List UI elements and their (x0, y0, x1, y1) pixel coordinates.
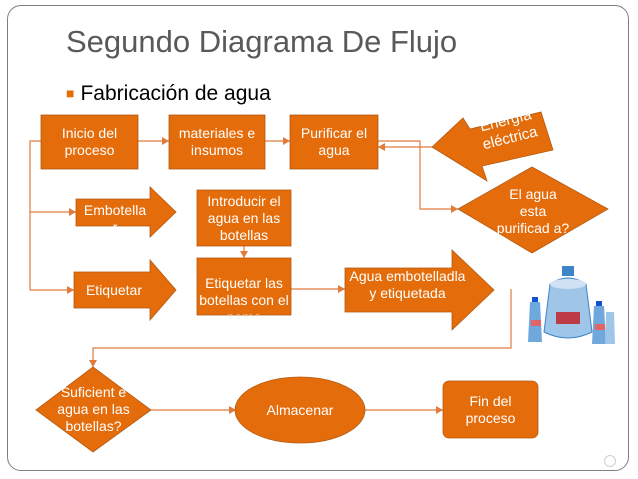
introducir-label: Introducir el agua en las botellas (207, 192, 281, 243)
energia-arrow (431, 111, 554, 182)
almacenar-label: Almacenar (266, 401, 334, 418)
materiales-box (168, 114, 266, 170)
purificar-box (289, 114, 379, 170)
bullet-icon: ■ (66, 85, 75, 101)
arrowhead (89, 360, 97, 367)
fin-label: Fin del proceso (465, 392, 516, 426)
arrowhead (338, 285, 345, 293)
agua-embotellada-arrow (344, 249, 495, 331)
decision-suficiente-label: Suficient e agua en las botellas? (36, 367, 151, 452)
almacenar-ellipse (234, 376, 366, 444)
water-bottles-image (520, 262, 620, 348)
arrowhead (451, 205, 458, 213)
agua-embotellada-label: Agua embotelladla y etiquetada (345, 250, 470, 312)
inicio-box (40, 114, 139, 170)
arrowhead (378, 143, 385, 151)
decision-purificada-diamond (457, 166, 609, 254)
arrowhead (283, 137, 290, 145)
arrowhead (229, 406, 236, 414)
etiquetar-arrow (73, 258, 177, 322)
arrowhead (162, 137, 169, 145)
arrowhead (67, 286, 74, 294)
decision-suficiente-text: Suficient e agua en las botellas? (57, 384, 130, 434)
etiquetar-botellas-text: Etiquetar las botellas con el nomo (199, 275, 289, 315)
decision-suficiente-diamond (35, 366, 152, 453)
slide-frame (7, 5, 629, 471)
bullet-item: ■ Fabricación de agua (66, 82, 271, 106)
etiquetar-botellas-box (196, 257, 292, 316)
introducir-box (196, 189, 292, 247)
connector-agua-suficiente (92, 289, 512, 367)
agua-embotellada-text: Agua embotelladla y etiquetada (349, 268, 466, 301)
slide-corner-dot (604, 455, 616, 467)
arrowhead (436, 406, 443, 414)
embotellar-arrow (75, 186, 177, 238)
arrowhead (69, 208, 76, 216)
slide-title: Segundo Diagrama De Flujo (66, 24, 458, 59)
connector-purificar-decision (378, 140, 458, 210)
decision-purificada-label: El agua esta purificad a? (496, 185, 570, 236)
materiales-label: materiales e insumos (178, 125, 256, 158)
inicio-label: Inicio del proceso (61, 125, 118, 158)
bullet-text: Fabricación de agua (80, 82, 271, 105)
embotellar-label: Embotella r (83, 202, 147, 235)
purificar-label: Purificar el agua (300, 125, 368, 158)
fin-box (442, 380, 539, 439)
connector-inicio-trunk (29, 140, 41, 290)
etiquetar-label: Etiquetar (85, 281, 143, 298)
arrowhead (240, 251, 248, 258)
etiquetar-botellas-label: Etiquetar las botellas con el nomo (197, 258, 291, 315)
